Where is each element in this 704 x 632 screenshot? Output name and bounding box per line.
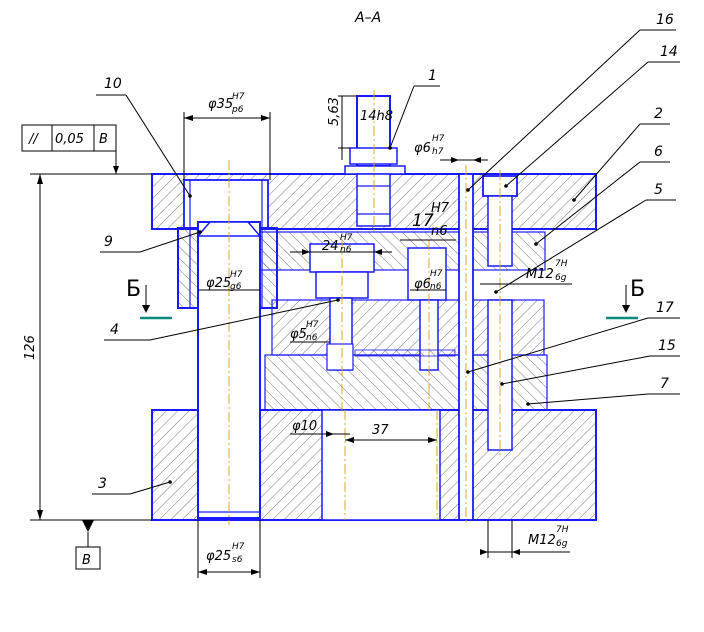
- dim-d10-text: φ10: [292, 419, 317, 434]
- leader-1: 1: [388, 68, 440, 150]
- dim-d35: φ35 H7 p6: [183, 92, 271, 180]
- dim-m12-top: M12 7H 6g: [480, 259, 572, 285]
- part-label-16: 16: [656, 12, 674, 28]
- dim-d17-lower: n6: [431, 224, 448, 239]
- tolerance-datum: B: [99, 132, 108, 147]
- leader-16: 16: [466, 12, 676, 192]
- shank: [344, 90, 406, 232]
- dim-d25-bottom-main: φ25: [206, 549, 231, 564]
- dim-m12-top-lower: 6g: [555, 273, 567, 283]
- dowel-pin: [458, 165, 474, 525]
- dim-d17: 17 H7 n6: [400, 201, 456, 241]
- dim-m12-top-main: M12: [526, 267, 554, 282]
- dim-d25-top-upper: H7: [230, 270, 243, 280]
- dim-d5-lower: n6: [306, 333, 318, 343]
- dim-d17-upper: H7: [431, 201, 450, 216]
- guide-pillar: [196, 160, 262, 525]
- dim-d6-mid: φ6 H7 n6: [410, 269, 446, 292]
- dim-d25-top-lower: g6: [230, 282, 242, 292]
- dim-key-width: 14h8: [360, 109, 393, 124]
- dim-overall-height: 126: [23, 173, 152, 521]
- dim-d24-main: 24: [322, 239, 339, 254]
- dim-depth-text: 5,63: [327, 97, 342, 126]
- part-label-15: 15: [658, 338, 676, 354]
- dim-d35-main: φ35: [208, 97, 233, 112]
- dim-d17-main: 17: [412, 211, 434, 231]
- dim-37: 37: [345, 423, 437, 443]
- leader-14: 14: [504, 44, 680, 188]
- dim-d25-bottom-lower: s6: [232, 555, 243, 565]
- dim-d25-top: φ25 H7 g6: [198, 270, 260, 292]
- tolerance-frame: // 0,05 B: [21, 124, 119, 174]
- section-mark-left: Б: [126, 277, 172, 320]
- section-mark-left-label: Б: [126, 277, 141, 302]
- part-label-9: 9: [104, 234, 113, 250]
- leader-10: 10: [96, 76, 192, 198]
- dim-d5-main: φ5: [290, 327, 307, 342]
- dim-m12-bottom-upper: 7H: [556, 525, 569, 535]
- dim-d25-bottom: φ25 H7 s6: [197, 520, 261, 578]
- dim-d5: φ5 H7 n6: [290, 320, 330, 343]
- dim-d6-mid-lower: n6: [430, 282, 442, 292]
- dim-d6-top: φ6 H7 h7: [414, 134, 488, 163]
- dim-d6-top-lower: h7: [432, 147, 444, 157]
- dim-m12-top-upper: 7H: [555, 259, 568, 269]
- dim-d35-bottom: p6: [231, 105, 244, 115]
- dim-m12-bottom-lower: 6g: [556, 539, 568, 549]
- leader-17: 17: [466, 300, 680, 374]
- leader-3: 3: [92, 476, 172, 495]
- dim-d6-mid-upper: H7: [430, 269, 443, 279]
- dim-d24-lower: n6: [340, 245, 352, 255]
- dim-d10: φ10: [290, 419, 350, 437]
- leader-4: 4: [104, 298, 340, 341]
- part-label-10: 10: [104, 76, 122, 92]
- tolerance-value: 0,05: [55, 132, 84, 147]
- dim-d25-bottom-upper: H7: [232, 542, 245, 552]
- part-label-14: 14: [660, 44, 678, 60]
- leader-9: 9: [100, 230, 202, 253]
- dim-d5-upper: H7: [306, 320, 319, 330]
- leader-15: 15: [500, 338, 680, 386]
- dim-m12-bottom-main: M12: [528, 533, 556, 548]
- datum-b: B: [75, 520, 101, 570]
- dim-depth: 5,63: [327, 95, 357, 160]
- leader-7: 7: [526, 376, 680, 406]
- leader-5: 5: [494, 182, 676, 294]
- punch: [309, 240, 375, 410]
- guide-bushing: [177, 179, 278, 309]
- dim-d6-top-upper: H7: [432, 134, 445, 144]
- section-mark-right-label: Б: [630, 277, 645, 302]
- dim-d35-top: H7: [232, 92, 245, 102]
- part-label-5: 5: [654, 182, 663, 198]
- dim-d6-top-main: φ6: [414, 141, 431, 156]
- dim-37-text: 37: [372, 423, 389, 438]
- part-label-4: 4: [110, 322, 119, 338]
- strip-material: [354, 349, 456, 357]
- dim-126: 126: [23, 335, 38, 360]
- section-title: A–A: [354, 10, 381, 26]
- dim-d6-mid-main: φ6: [414, 277, 431, 292]
- second-punch: [407, 240, 447, 410]
- datum-b-label: B: [82, 553, 91, 568]
- part-label-17: 17: [656, 300, 674, 316]
- part-label-2: 2: [654, 106, 663, 122]
- screw: [482, 170, 518, 455]
- dim-d24-upper: H7: [340, 233, 353, 243]
- dim-m12-bottom: M12 7H 6g: [480, 520, 570, 558]
- leader-2: 2: [572, 106, 670, 202]
- leader-6: 6: [534, 144, 670, 246]
- dim-d25-top-main: φ25: [206, 276, 231, 291]
- part-label-1: 1: [428, 68, 437, 84]
- tolerance-symbol: //: [28, 132, 39, 147]
- dim-d24: 24 H7 n6: [290, 233, 392, 255]
- part-label-6: 6: [654, 144, 663, 160]
- part-label-3: 3: [98, 476, 107, 492]
- part-label-7: 7: [660, 376, 669, 392]
- section-mark-right: Б: [606, 277, 645, 320]
